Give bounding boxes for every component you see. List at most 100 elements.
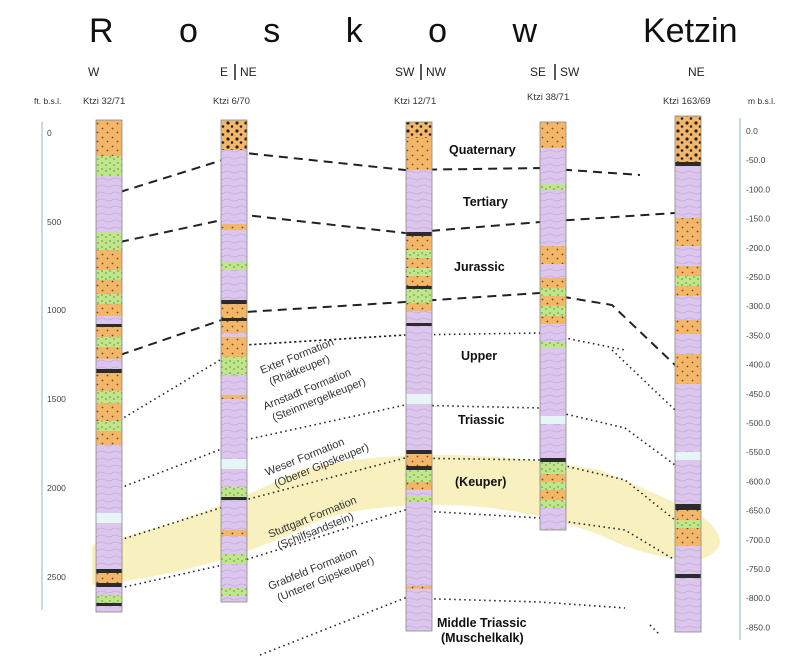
lithology-layer — [675, 578, 701, 632]
lithology-layer — [96, 347, 122, 359]
lithology-layer — [675, 276, 701, 286]
title-ketzin: Ketzin — [643, 12, 738, 50]
lithology-layer — [406, 122, 432, 138]
unit-m-label: m b.s.l. — [748, 96, 775, 106]
lithology-layer — [675, 574, 701, 578]
lithology-layer — [96, 583, 122, 587]
well-column-outline — [539, 121, 567, 531]
lithology-layer — [96, 337, 122, 347]
lithology-layer — [540, 508, 566, 530]
lithology-layer — [221, 459, 247, 469]
lithology-layer — [221, 120, 247, 150]
m-tick: -300.0 — [746, 301, 770, 311]
lithology-layer — [406, 250, 432, 258]
lithology-layer — [675, 528, 701, 546]
lithology-layer — [96, 176, 122, 232]
lithology-layer — [221, 333, 247, 337]
lithology-layer — [221, 497, 247, 500]
lithology-layer — [96, 369, 122, 373]
lithology-layer — [406, 286, 432, 289]
ft-tick: 1500 — [47, 394, 66, 404]
lithology-layer — [96, 421, 122, 431]
lithology-layer — [406, 490, 432, 496]
lithology-layer — [675, 334, 701, 354]
lithology-layer — [221, 357, 247, 375]
correlation-dotted-lines — [119, 332, 676, 656]
lithology-layer — [540, 246, 566, 264]
lithology-layer — [221, 564, 247, 588]
lithology-layer — [221, 500, 247, 530]
lithology-layer — [96, 606, 122, 612]
lithology-layer — [406, 394, 432, 404]
lithology-layer — [221, 150, 247, 224]
lithology-layer — [540, 278, 566, 288]
lithology-layer — [540, 462, 566, 474]
lithology-layer — [221, 487, 247, 497]
lithology-layer — [221, 270, 247, 300]
lithology-layer — [221, 304, 247, 318]
lithology-layer — [675, 546, 701, 574]
lithology-layer — [96, 573, 122, 583]
lithology-layer — [406, 404, 432, 450]
lithology-layer — [96, 403, 122, 421]
lithology-layer — [96, 569, 122, 573]
direction-label: NE — [688, 65, 705, 79]
lithology-layer — [96, 270, 122, 280]
lithology-layer — [540, 482, 566, 490]
lithology-layer — [675, 246, 701, 266]
lithology-layer — [675, 510, 701, 520]
lithology-layer — [540, 264, 566, 278]
well-name: Ktzi 6/70 — [213, 96, 250, 107]
lithology-layer — [406, 138, 432, 170]
lithology-layer — [406, 268, 432, 276]
m-tick: -350.0 — [746, 330, 770, 340]
lithology-layer — [96, 431, 122, 445]
m-tick: -850.0 — [746, 622, 770, 632]
m-axis-ticks: 0.0-50.0-100.0-150.0-200.0-250.0-300.0-3… — [746, 126, 770, 632]
lithology-layer — [406, 466, 432, 470]
m-tick: -50.0 — [746, 155, 766, 165]
ft-tick: 2500 — [47, 572, 66, 582]
lithology-layer — [540, 296, 566, 306]
strat-label-quaternary: Quaternary — [449, 143, 516, 157]
direction-label: NE — [240, 65, 257, 79]
well-column-outline — [405, 121, 433, 632]
direction-label: SW — [395, 65, 415, 79]
lithology-layer — [406, 232, 432, 236]
ft-tick: 500 — [47, 217, 61, 227]
well-name: Ktzi 12/71 — [394, 96, 436, 107]
lithology-layer — [221, 469, 247, 487]
lithology-layer — [221, 399, 247, 459]
lithology-layer — [675, 286, 701, 296]
lithology-layer — [540, 316, 566, 324]
lithology-layer — [675, 452, 701, 460]
lithology-layer — [675, 296, 701, 320]
lithology-layer — [406, 502, 432, 586]
m-tick: -200.0 — [746, 243, 770, 253]
lithology-layer — [540, 342, 566, 348]
m-tick: -150.0 — [746, 214, 770, 224]
m-tick: -550.0 — [746, 447, 770, 457]
lithology-layer — [221, 395, 247, 399]
well-column-outline — [220, 119, 248, 603]
lithology-layer — [96, 523, 122, 569]
lithology-layer — [96, 327, 122, 337]
lithology-layer — [96, 595, 122, 603]
strat-label-triassic: Triassic — [458, 413, 505, 427]
lithology-layer — [96, 359, 122, 369]
lithology-layer — [540, 306, 566, 316]
well-name: Ktzi 163/69 — [663, 96, 711, 107]
direction-label: E — [220, 65, 228, 79]
m-tick: -450.0 — [746, 389, 770, 399]
lithology-layer — [540, 500, 566, 508]
lithology-layer — [540, 148, 566, 184]
lithology-layer — [675, 320, 701, 334]
lithology-layer — [221, 530, 247, 536]
lithology-layer — [406, 170, 432, 232]
well-name: Ktzi 38/71 — [527, 92, 569, 103]
lithology-layer — [96, 294, 122, 304]
lithology-layer — [540, 490, 566, 500]
lithology-layer — [221, 375, 247, 395]
m-tick: -650.0 — [746, 506, 770, 516]
